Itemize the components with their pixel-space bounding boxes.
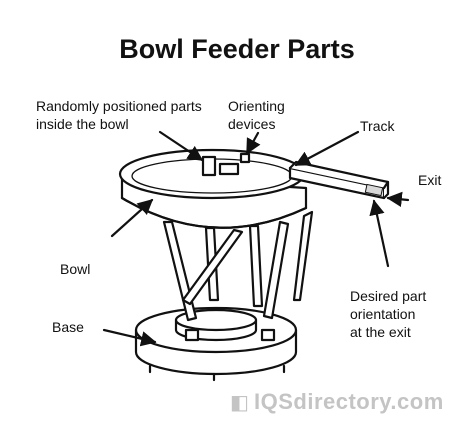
label-desired-3: at the exit — [350, 324, 411, 340]
label-desired-2: orientation — [350, 306, 415, 322]
label-orienting-1: Orienting — [228, 98, 285, 114]
label-orienting-2: devices — [228, 116, 275, 132]
label-base: Base — [52, 319, 84, 335]
label-bowl: Bowl — [60, 261, 90, 277]
label-random-parts-2: inside the bowl — [36, 116, 129, 132]
label-exit: Exit — [418, 172, 441, 188]
support-legs — [162, 210, 314, 322]
bowl-drawing — [118, 148, 390, 229]
diagram-title: Bowl Feeder Parts — [119, 34, 355, 64]
label-random-parts-1: Randomly positioned parts — [36, 98, 202, 114]
watermark-logo-icon: ◧ — [230, 390, 249, 414]
watermark-brand: IQSdirectory.com — [254, 389, 444, 414]
label-track: Track — [360, 118, 395, 134]
label-desired-1: Desired part — [350, 288, 426, 304]
callout-arrows — [102, 130, 410, 347]
